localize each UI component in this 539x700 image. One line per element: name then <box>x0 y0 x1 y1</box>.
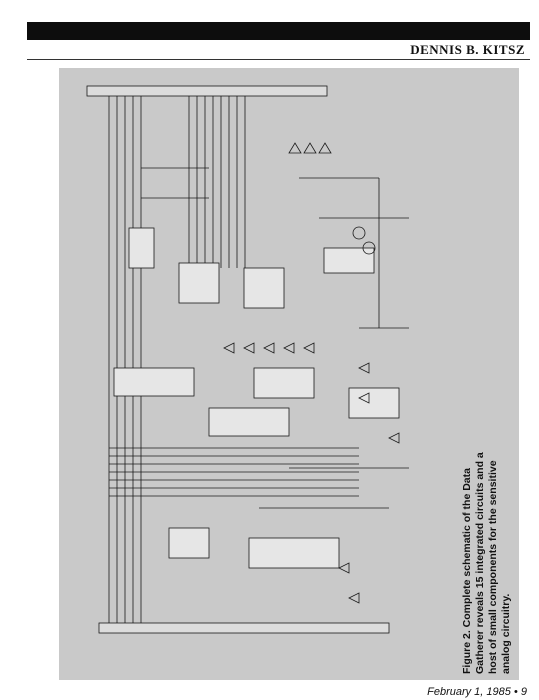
ic-u15 <box>248 537 340 569</box>
ic-u17 <box>128 227 155 269</box>
ic-u2 <box>208 407 290 437</box>
figure-caption-text: Figure 2. Complete schematic of the Data… <box>461 452 512 674</box>
footer-bullet: • <box>513 686 518 698</box>
ic-u14 <box>168 527 210 559</box>
connector-j1 <box>86 85 328 97</box>
figure-caption: Figure 2. Complete schematic of the Data… <box>461 438 519 674</box>
schematic-figure <box>59 68 519 680</box>
page-footer: February 1, 1985 • 9 <box>427 686 527 698</box>
header-rule <box>27 59 530 60</box>
connector-edge <box>98 622 390 634</box>
ic-u12 <box>253 367 315 399</box>
ic-u13 <box>323 247 375 274</box>
footer-date: February 1, 1985 <box>427 686 511 698</box>
footer-page-number: 9 <box>520 686 527 698</box>
ic-u9 <box>348 387 400 419</box>
author-name: DENNIS B. KITSZ <box>410 42 525 57</box>
ic-u6 <box>243 267 285 309</box>
ic-u5 <box>178 262 220 304</box>
schematic-drawing <box>86 85 409 634</box>
ic-u1 <box>113 367 195 397</box>
header-bar <box>27 22 530 40</box>
